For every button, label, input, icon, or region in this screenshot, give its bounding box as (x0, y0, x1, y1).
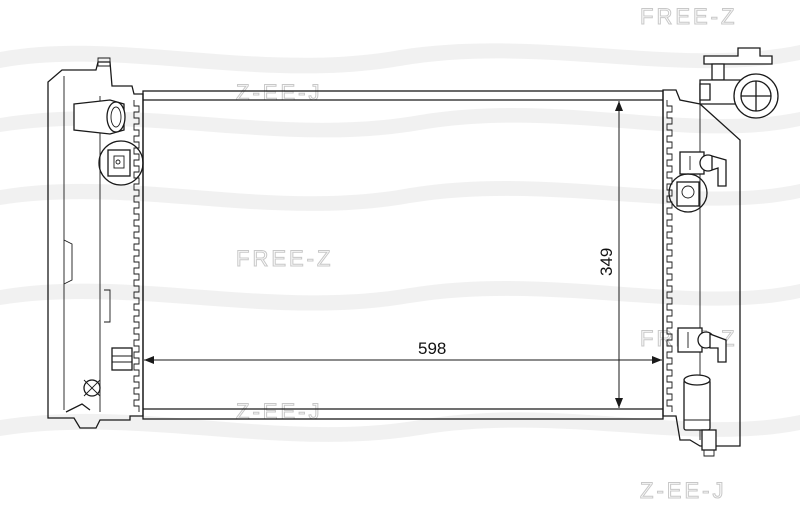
watermark-text: Z-EE-J (236, 399, 322, 424)
watermark-text: FREE-Z (640, 4, 737, 29)
lower-oil-cooler-fitting (677, 327, 727, 363)
watermark-text: FREE-Z (236, 246, 333, 271)
lower-outlet (683, 374, 717, 457)
watermark-waves (0, 43, 800, 442)
upper-oil-cooler-fitting (679, 151, 727, 187)
left-tank-teeth (133, 100, 140, 412)
height-dimension: 349 (597, 101, 623, 408)
radiator-core (142, 90, 664, 420)
header-teeth-line (133, 100, 140, 412)
right-tank-teeth (666, 100, 673, 412)
left-tank (47, 57, 144, 429)
watermark-text: Z-EE-J (236, 80, 322, 105)
right-mount-bracket (668, 173, 708, 213)
right-tank (662, 47, 779, 457)
left-drain-plug (65, 379, 101, 413)
left-upper-hose-neck (73, 99, 126, 135)
width-dimension-label: 598 (418, 339, 446, 358)
height-dimension-label: 349 (597, 248, 616, 276)
header-teeth-line (666, 100, 673, 412)
width-dimension: 598 (144, 339, 662, 364)
left-mount-bracket (98, 140, 144, 186)
filler-cap (699, 47, 779, 119)
watermark-text: Z-EE-J (640, 478, 726, 503)
left-lower-bracket (111, 347, 133, 371)
